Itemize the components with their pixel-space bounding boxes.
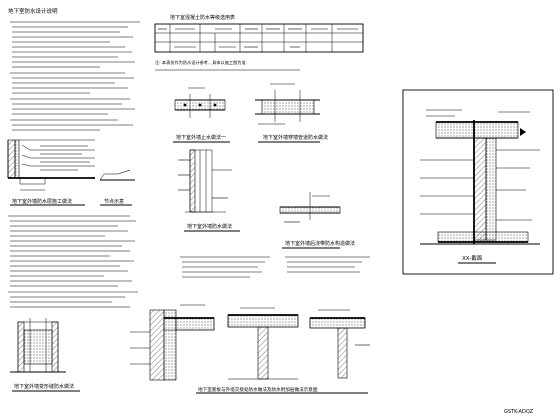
table-title: 地下室混凝土防水等级选用表 — [170, 14, 235, 21]
waterstop-detail-1 — [174, 87, 226, 118]
caption-wall-detail: 地下室外墙防水做法 — [187, 223, 232, 230]
notes-text-lines — [10, 21, 140, 131]
caption-wall-waterproof: 地下室外墙防水层施工做法 — [12, 198, 72, 205]
notes-title: 地下室防水设计说明 — [8, 7, 58, 15]
caption-band: 地下室外墙后浇带防水构造做法 — [285, 240, 355, 247]
floor-joint-detail — [99, 169, 135, 181]
bottom-detail-a — [130, 304, 215, 381]
wall-waterproof-detail — [7, 139, 95, 191]
wall-detail — [178, 149, 232, 213]
bottom-detail-b — [227, 307, 299, 380]
grade-table: 地下室混凝土防水等级选用表 — [154, 14, 364, 53]
table-footnote: 注: 本表仅作为防水设计参考，具体以施工图为准 — [155, 59, 246, 66]
caption-waterstop-2: 地下室外墙穿墙管道防水做法 — [263, 134, 328, 141]
right-panel — [402, 89, 554, 275]
post-band-detail — [279, 192, 341, 223]
waterstop-detail-2 — [255, 83, 320, 125]
caption-waterstop-1: 地下室外墙止水做法一 — [176, 134, 226, 141]
middle-notes — [180, 256, 370, 278]
bottom-detail-c — [309, 309, 370, 379]
sheet-stamp: GSTK-ADQZ — [504, 409, 534, 415]
notes-lower-lines — [8, 215, 138, 308]
caption-bottom-middle: 地下室底板与外墙交接处防水做法及防水附加层做法示意图 — [198, 386, 318, 393]
caption-right-panel: XX-截面 — [462, 254, 483, 262]
caption-floor-joint: 节点示意 — [104, 198, 124, 205]
caption-bottom-left: 地下室外墙变形缝防水做法 — [14, 383, 74, 390]
expansion-joint-detail — [10, 318, 66, 373]
notes-panel: 地下室防水设计说明 — [8, 7, 140, 131]
